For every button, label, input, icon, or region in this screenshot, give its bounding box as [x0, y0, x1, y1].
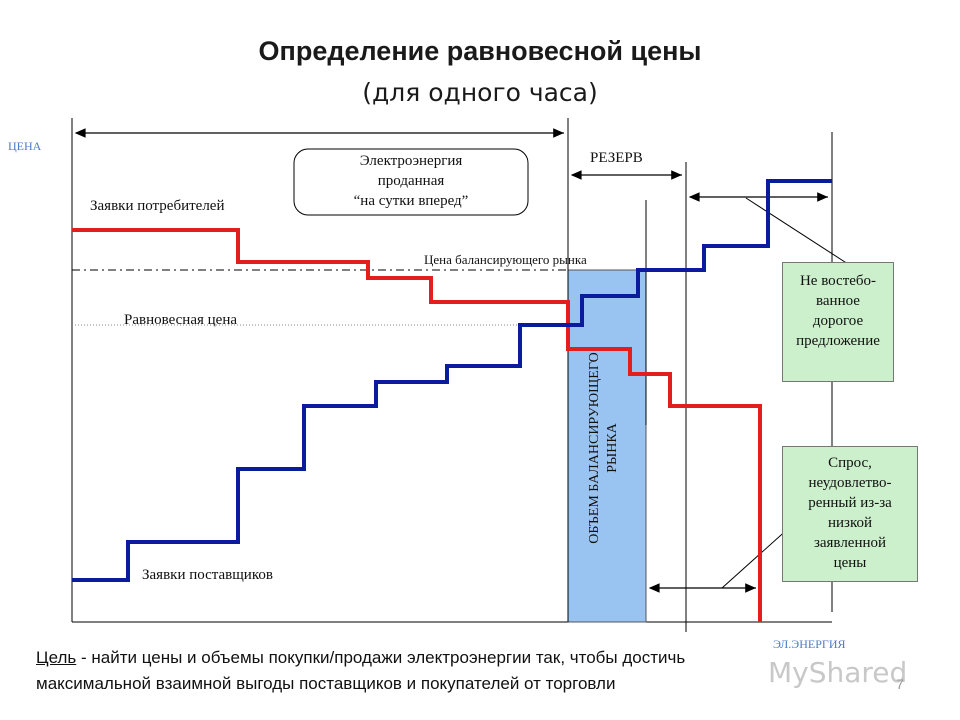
demand-line2: неудовлетво-: [808, 475, 892, 491]
expensive-line3: дорогое: [812, 313, 864, 329]
watermark: MyShared: [768, 656, 908, 689]
goal-line-1: Цель - найти цены и объемы покупки/прода…: [36, 648, 685, 668]
reserve-label: РЕЗЕРВ: [590, 150, 643, 166]
consumer-bids-label: Заявки потребителей: [90, 198, 225, 214]
day-ahead-line1: Электроэнергия: [359, 153, 463, 169]
page-number: 7: [896, 676, 904, 692]
demand-curve: [72, 228, 762, 622]
expensive-line2: ванное: [816, 293, 860, 309]
balancing-volume-line1: ОБЪЕМ БАЛАНСИРУЮЩЕГО: [587, 352, 602, 544]
slide-title: Определение равновесной цены: [258, 36, 702, 66]
demand-line3: ренный из-за: [808, 495, 892, 511]
y-axis-label: ЦЕНА: [8, 139, 42, 153]
supply-curve: [72, 179, 832, 582]
demand-line1: Спрос,: [828, 455, 872, 471]
x-axis-label: ЭЛ.ЭНЕРГИЯ: [773, 637, 846, 651]
goal-word: Цель: [36, 648, 77, 667]
unmet-demand-box: Спрос, неудовлетво- ренный из-за низкой …: [782, 446, 918, 582]
balancing-volume-label: ОБЪЕМ БАЛАНСИРУЮЩЕГО РЫНКА: [586, 318, 626, 578]
expensive-line1: Не востебо-: [799, 273, 877, 289]
day-ahead-box-frame: [293, 148, 529, 216]
demand-line6: цены: [833, 555, 867, 571]
slide-subtitle: (для одного часа): [362, 78, 598, 107]
expensive-pointer: [745, 197, 849, 265]
goal-line-2: максимальной взаимной выгоды поставщиков…: [36, 674, 616, 693]
equilibrium-price-label: Равновесная цена: [124, 312, 237, 328]
demand-pointer: [721, 526, 791, 589]
balancing-price-label: Цена балансирующего рынка: [424, 252, 587, 267]
demand-line4: низкой: [827, 515, 873, 531]
day-ahead-line2: проданная: [377, 173, 445, 189]
demand-line5: заявленной: [813, 535, 887, 551]
balancing-volume-line2: РЫНКА: [605, 423, 620, 473]
supplier-bids-label: Заявки поставщиков: [142, 567, 273, 583]
expensive-offer-box: Не востебо- ванное дорогое предложение: [782, 262, 894, 382]
goal-line1-rest: - найти цены и объемы покупки/продажи эл…: [76, 648, 686, 667]
day-ahead-line3: “на сутки вперед”: [353, 193, 469, 209]
day-ahead-box: Электроэнергия проданная “на сутки впере…: [294, 151, 528, 211]
expensive-line4: предложение: [796, 333, 880, 349]
